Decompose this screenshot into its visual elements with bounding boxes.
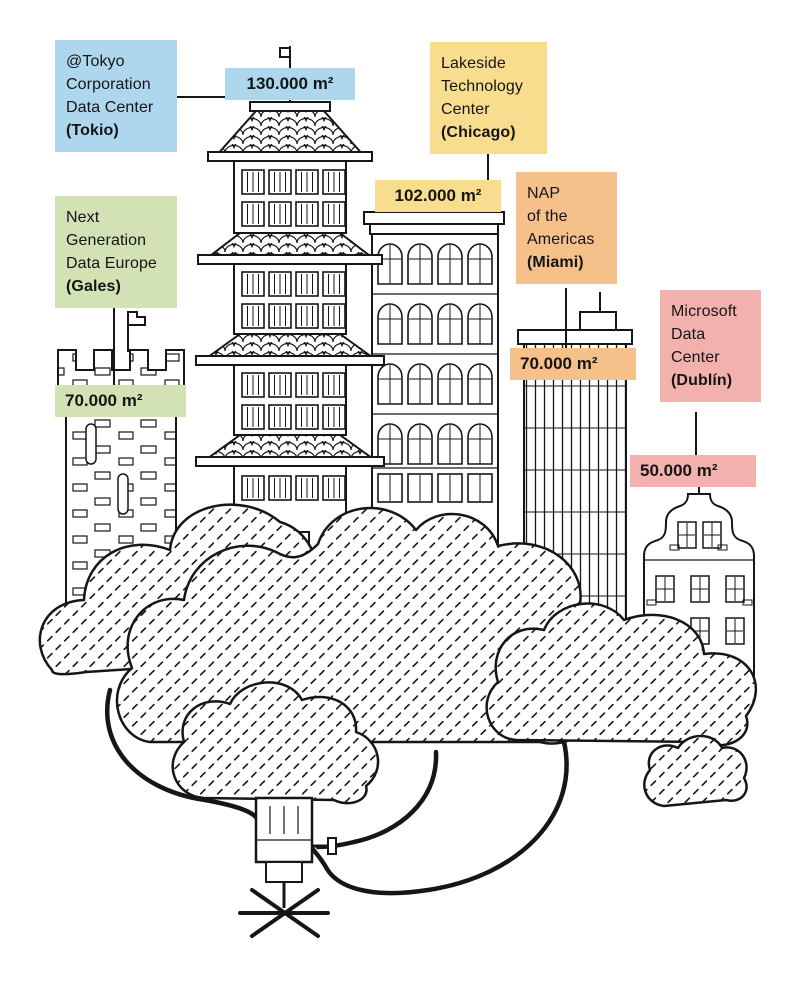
- cloud: [171, 681, 380, 805]
- callout-text-line: of the: [527, 208, 568, 225]
- callout-connector-lines: [113, 96, 697, 457]
- callout-text-line: Data Center: [66, 99, 154, 116]
- callout-gales: Next Generation Data Europe (Gales): [55, 196, 177, 308]
- arrow-slit-window: [117, 473, 129, 515]
- callout-text-line: Center: [441, 101, 490, 118]
- size-badge-tokyo: 130.000 m²: [225, 68, 355, 100]
- size-badge-dublin: 50.000 m²: [630, 455, 756, 487]
- callout-text-line: Lakeside: [441, 55, 506, 72]
- mast-flag-icon: [279, 47, 291, 58]
- power-plug-illustration: [238, 796, 337, 938]
- clouds-illustration: [38, 503, 757, 805]
- callout-text-line: @Tokyo: [66, 53, 125, 70]
- arrow-slit-window: [85, 423, 97, 465]
- callout-dublin: Microsoft Data Center (Dublín): [660, 290, 761, 402]
- castle-flag-icon: [127, 311, 146, 326]
- cable-connector-icon: [327, 837, 337, 855]
- size-badge-chicago: 102.000 m²: [375, 180, 501, 212]
- callout-text-line: Center: [671, 349, 720, 366]
- callout-text-line: Next: [66, 209, 100, 226]
- chicago-building-illustration: [363, 211, 505, 561]
- cloud: [485, 602, 757, 747]
- callout-location: (Dublín): [671, 372, 733, 389]
- callout-miami: NAP of the Americas (Miami): [516, 172, 617, 284]
- size-badge-gales: 70.000 m²: [55, 385, 186, 417]
- callout-location: (Gales): [66, 278, 121, 295]
- callout-text-line: NAP: [527, 185, 561, 202]
- callout-location: (Miami): [527, 254, 584, 271]
- callout-text-line: Technology: [441, 78, 523, 95]
- callout-text-line: Generation: [66, 232, 147, 249]
- small-cloud: [643, 734, 748, 808]
- callout-text-line: Americas: [527, 231, 595, 248]
- callout-text-line: Data Europe: [66, 255, 157, 272]
- callout-chicago: Lakeside Technology Center (Chicago): [430, 42, 547, 154]
- callout-tokyo: @Tokyo Corporation Data Center (Tokio): [55, 40, 177, 152]
- size-badge-miami: 70.000 m²: [510, 348, 636, 380]
- brick-marks: [646, 544, 753, 606]
- callout-location: (Chicago): [441, 124, 516, 141]
- callout-text-line: Corporation: [66, 76, 151, 93]
- plug-prongs-icon: [238, 888, 330, 938]
- callout-text-line: Data: [671, 326, 706, 343]
- callout-text-line: Microsoft: [671, 303, 737, 320]
- callout-location: (Tokio): [66, 122, 119, 139]
